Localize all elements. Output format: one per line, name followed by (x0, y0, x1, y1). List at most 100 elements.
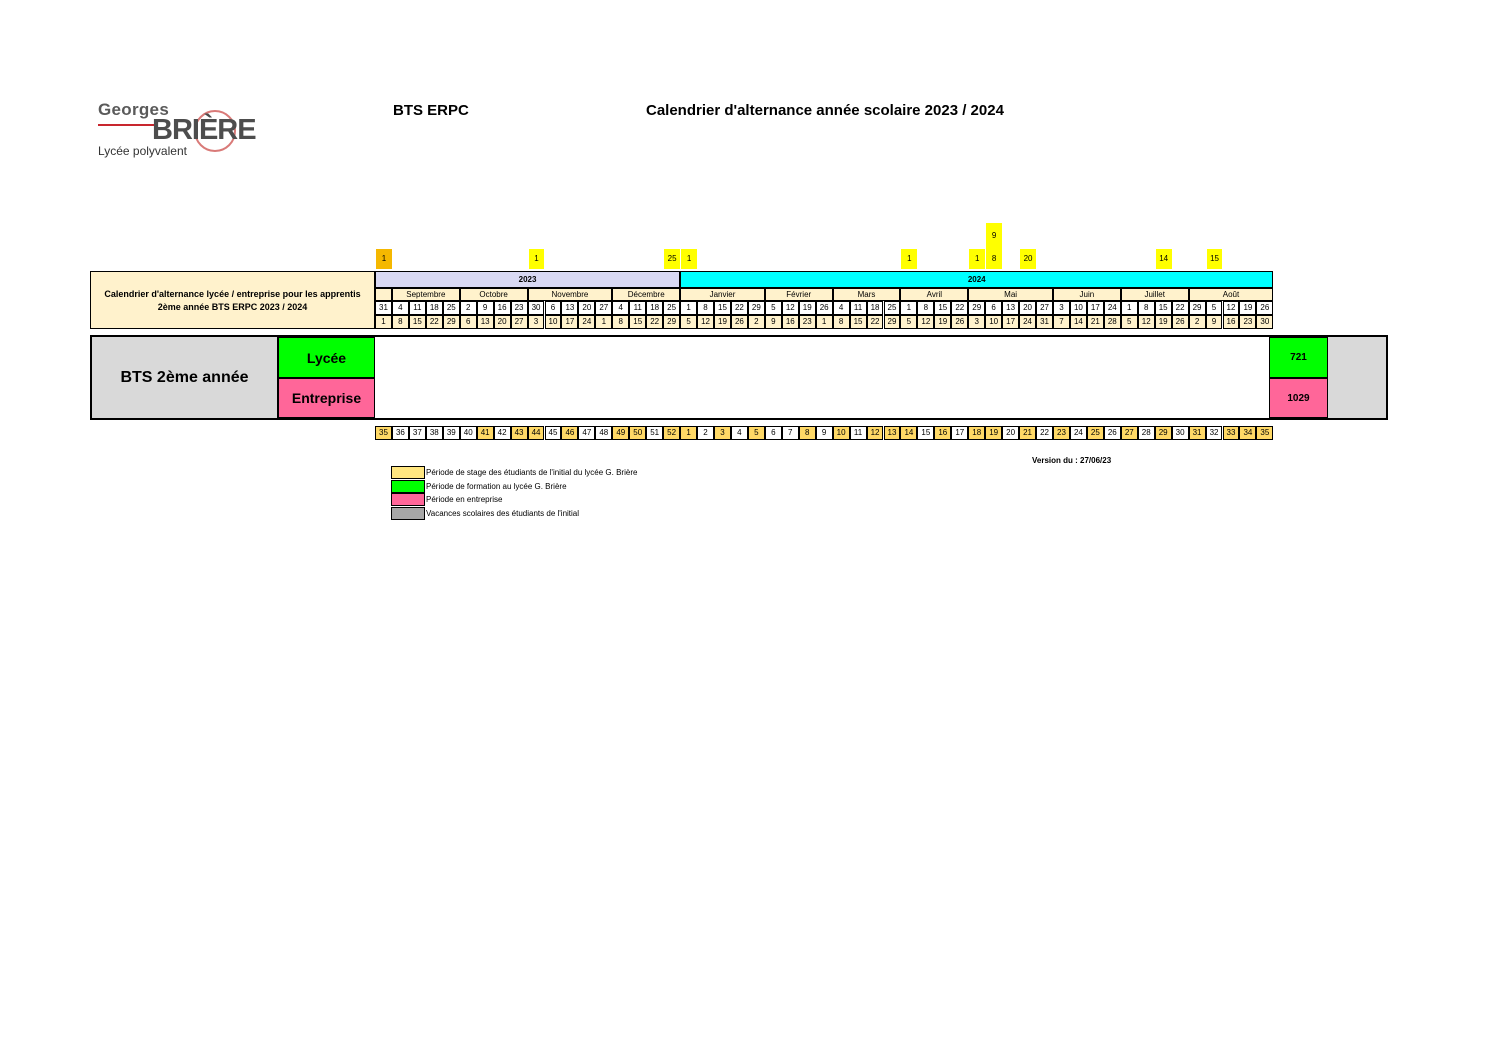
week-number: 6 (764, 426, 782, 440)
month-label: Mai (968, 288, 1053, 301)
week-start-date: 23 (510, 301, 528, 315)
week-number: 16 (934, 426, 952, 440)
week-end-date: 7 (1053, 315, 1070, 329)
month-label: Juillet (1120, 288, 1189, 301)
week-number: 40 (459, 426, 477, 440)
week-start-date: 5 (764, 301, 782, 315)
week-start-date: 27 (595, 301, 613, 315)
week-end-date: 21 (1086, 315, 1104, 329)
week-number: 4 (730, 426, 748, 440)
month-label: Janvier (680, 288, 765, 301)
month-label: Novembre (527, 288, 613, 301)
week-number: 51 (646, 426, 664, 440)
week-number: 39 (442, 426, 460, 440)
holiday-marker: 15 (1206, 249, 1223, 269)
legend-text: Vacances scolaires des étudiants de l'in… (426, 508, 580, 518)
week-end-date: 1 (595, 315, 613, 329)
week-start-date: 11 (849, 301, 867, 315)
week-end-date: 31 (1036, 315, 1053, 329)
week-start-date: 25 (442, 301, 460, 315)
week-end-date: 19 (934, 315, 952, 329)
week-start-date: 20 (578, 301, 596, 315)
week-start-date: 26 (1256, 301, 1274, 315)
week-number: 30 (1171, 426, 1189, 440)
week-end-date: 8 (612, 315, 630, 329)
week-start-date: 15 (934, 301, 952, 315)
week-start-date: 6 (985, 301, 1003, 315)
entreprise-total: 1029 (1269, 378, 1328, 418)
week-start-date: 18 (866, 301, 884, 315)
week-number: 12 (866, 426, 884, 440)
week-number: 35 (375, 426, 392, 440)
legend-swatch (391, 466, 425, 479)
week-number: 15 (917, 426, 935, 440)
week-number: 48 (595, 426, 613, 440)
week-end-date: 1 (375, 315, 392, 329)
holiday-marker: 1 (969, 249, 986, 269)
month-label: Avril (900, 288, 969, 301)
week-end-date: 27 (510, 315, 528, 329)
week-start-date: 13 (1002, 301, 1020, 315)
week-start-date: 27 (1036, 301, 1053, 315)
week-number: 27 (1120, 426, 1138, 440)
week-start-date: 16 (493, 301, 511, 315)
week-number: 42 (493, 426, 511, 440)
month-label: Août (1188, 288, 1274, 301)
week-number: 20 (1002, 426, 1020, 440)
week-end-date: 15 (849, 315, 867, 329)
week-end-date: 15 (629, 315, 647, 329)
week-start-date: 5 (1205, 301, 1223, 315)
week-end-date: 24 (578, 315, 596, 329)
week-end-date: 8 (832, 315, 850, 329)
week-start-date: 1 (680, 301, 698, 315)
week-end-date: 22 (866, 315, 884, 329)
class-label: BTS 2ème année (92, 337, 278, 418)
week-number: 43 (510, 426, 528, 440)
entreprise-row-label: Entreprise (278, 378, 375, 418)
week-end-date: 29 (663, 315, 681, 329)
week-end-date: 16 (781, 315, 799, 329)
week-end-date: 10 (544, 315, 562, 329)
week-end-date: 28 (1103, 315, 1121, 329)
month-label: Septembre (391, 288, 460, 301)
week-end-date: 12 (1137, 315, 1155, 329)
lycee-row-label: Lycée (278, 337, 375, 378)
legend-text: Période en entreprise (426, 495, 503, 504)
info-line-2: 2ème année BTS ERPC 2023 / 2024 (157, 301, 308, 312)
week-number: 28 (1137, 426, 1155, 440)
info-box: Calendrier d'alternance lycée / entrepri… (90, 271, 375, 329)
school-logo: Georges BRIÈRE Lycée polyvalent (96, 100, 286, 160)
week-end-date: 23 (1239, 315, 1257, 329)
logo-briere: BRIÈRE (152, 114, 257, 146)
year-2024: 2024 (680, 271, 1274, 288)
week-end-date: 3 (968, 315, 986, 329)
month-label: Février (764, 288, 833, 301)
week-end-date: 26 (730, 315, 748, 329)
week-number: 29 (1154, 426, 1172, 440)
week-number: 11 (849, 426, 867, 440)
week-end-date: 12 (917, 315, 935, 329)
week-start-date: 8 (697, 301, 714, 315)
week-start-date: 11 (629, 301, 647, 315)
week-end-date: 17 (1002, 315, 1020, 329)
holiday-marker: 1 (901, 249, 918, 269)
legend-text: Période de formation au lycée G. Brière (426, 481, 567, 491)
week-end-date: 5 (1120, 315, 1138, 329)
logo-red-line (98, 124, 156, 126)
week-start-date: 22 (1171, 301, 1189, 315)
week-number: 7 (781, 426, 799, 440)
week-number: 33 (1222, 426, 1240, 440)
week-number: 19 (985, 426, 1003, 440)
week-number: 18 (968, 426, 986, 440)
week-start-date: 11 (408, 301, 426, 315)
week-number: 5 (747, 426, 765, 440)
logo-circle-icon (194, 110, 236, 152)
week-start-date: 15 (714, 301, 731, 315)
holiday-marker: 25 (664, 249, 681, 269)
week-number: 23 (1053, 426, 1070, 440)
month-label: Mars (832, 288, 901, 301)
week-number: 38 (425, 426, 443, 440)
week-start-date: 17 (1086, 301, 1104, 315)
legend-swatch (391, 493, 425, 506)
week-number: 17 (951, 426, 969, 440)
